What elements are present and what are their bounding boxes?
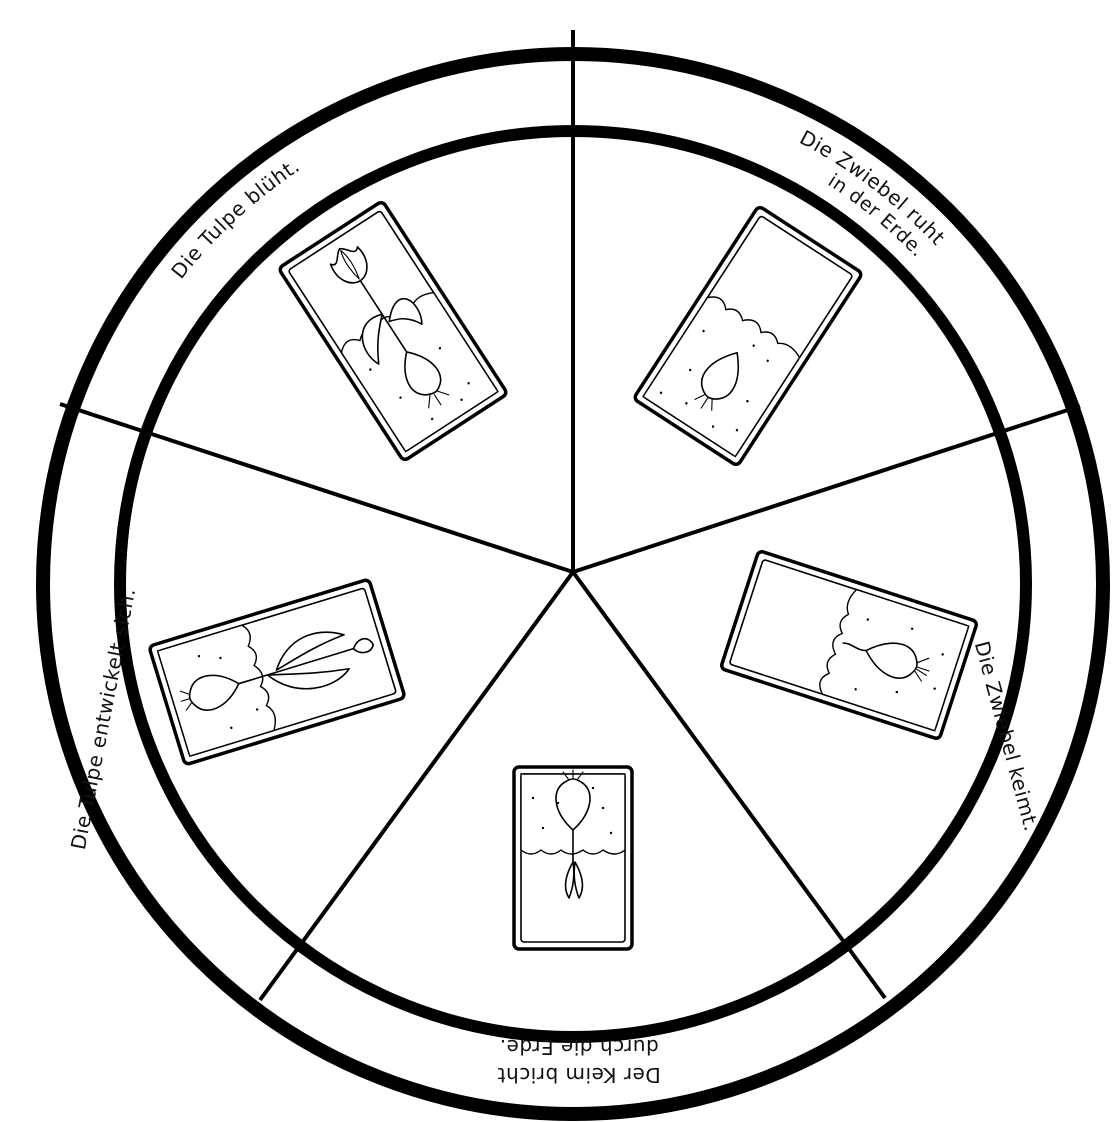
card-zwiebel-ruht — [633, 206, 862, 466]
center-hub — [570, 569, 576, 575]
divider-right — [573, 406, 1080, 572]
card-tulpe-entwickelt — [149, 579, 405, 765]
card-zwiebel-keimt — [720, 550, 977, 739]
label-keim-bricht-line2: durch die Erde. — [499, 1035, 658, 1059]
card-keim-bricht — [514, 767, 632, 949]
divider-left — [60, 404, 573, 572]
label-tulpe-entwickelt: Die Tulpe entwickelt sich. — [66, 586, 140, 852]
label-keim-bricht-line1: Der Keim bricht — [497, 1063, 661, 1087]
label-zwiebel-keimt: Die Zwiebel keimt. — [970, 638, 1044, 833]
card-tulpe-blueht — [278, 201, 507, 461]
